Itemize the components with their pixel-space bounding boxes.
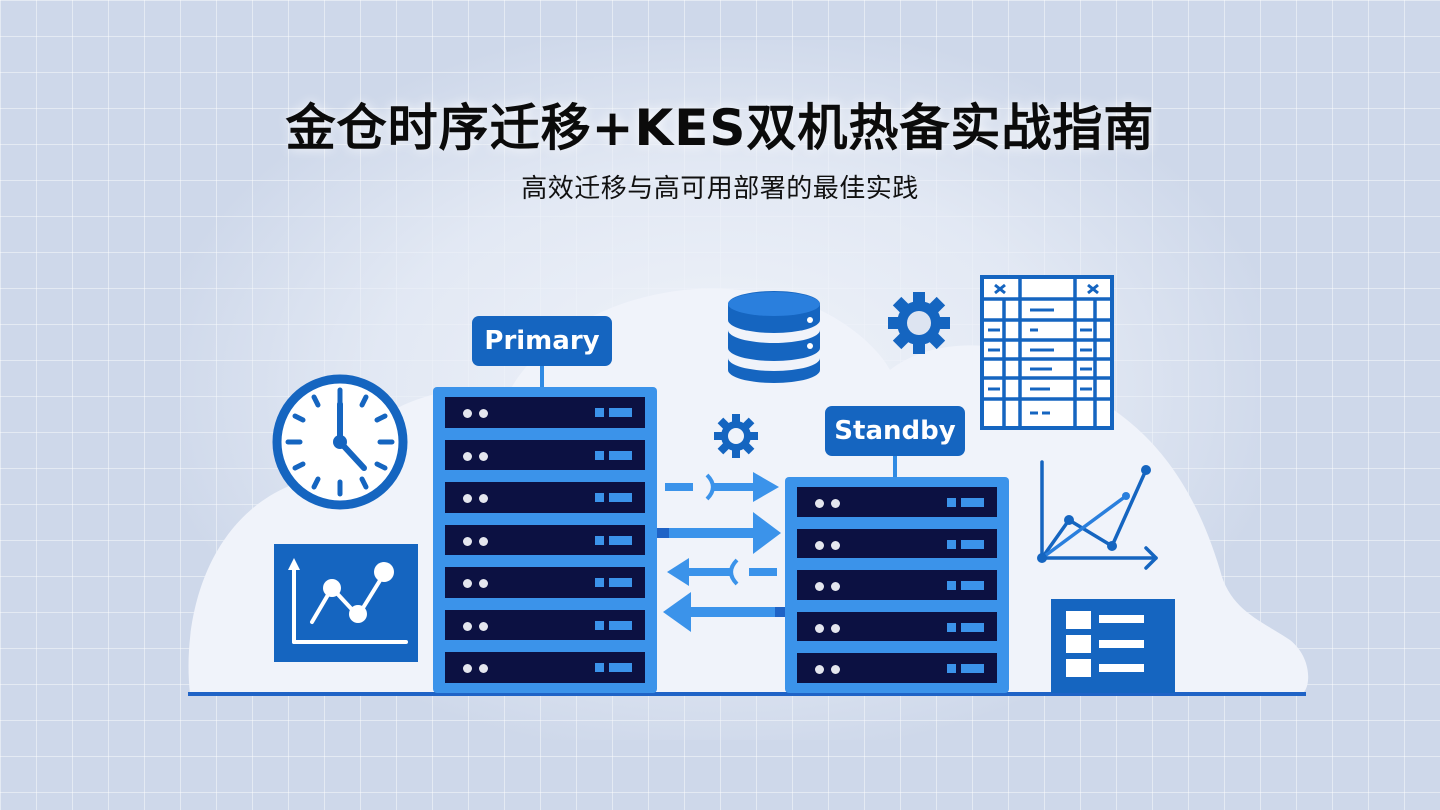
server-unit	[445, 567, 645, 598]
server-unit	[445, 482, 645, 513]
clock-icon	[272, 374, 408, 510]
page-subtitle: 高效迁移与高可用部署的最佳实践	[521, 174, 919, 204]
primary-connector	[540, 366, 544, 388]
gear-icon-large	[888, 292, 950, 354]
server-unit	[445, 524, 645, 556]
primary-server-rack	[433, 387, 657, 693]
primary-label: Primary	[472, 316, 612, 366]
server-unit	[797, 528, 997, 559]
standby-connector	[893, 456, 897, 478]
server-unit	[445, 609, 645, 641]
standby-label: Standby	[825, 406, 965, 456]
replication-arrows	[657, 472, 787, 632]
server-unit	[445, 652, 645, 684]
server-unit	[797, 487, 997, 517]
standby-label-text: Standby	[834, 416, 956, 446]
list-card-icon	[1051, 599, 1175, 693]
server-unit	[797, 570, 997, 600]
standby-server-rack	[785, 477, 1009, 693]
line-chart-card-icon	[274, 544, 418, 662]
server-unit	[797, 611, 997, 642]
database-icon	[728, 291, 820, 383]
page-title: 金仓时序迁移+KES双机热备实战指南	[285, 99, 1155, 157]
primary-label-text: Primary	[484, 326, 600, 356]
line-chart-icon	[1037, 460, 1158, 570]
gear-icon-small	[714, 414, 758, 458]
table-grid-icon	[980, 275, 1114, 430]
server-unit	[797, 653, 997, 683]
sync-arrow-right-dashed	[665, 483, 693, 491]
ground-line	[188, 692, 1306, 696]
server-unit	[445, 439, 645, 471]
server-unit	[445, 397, 645, 428]
